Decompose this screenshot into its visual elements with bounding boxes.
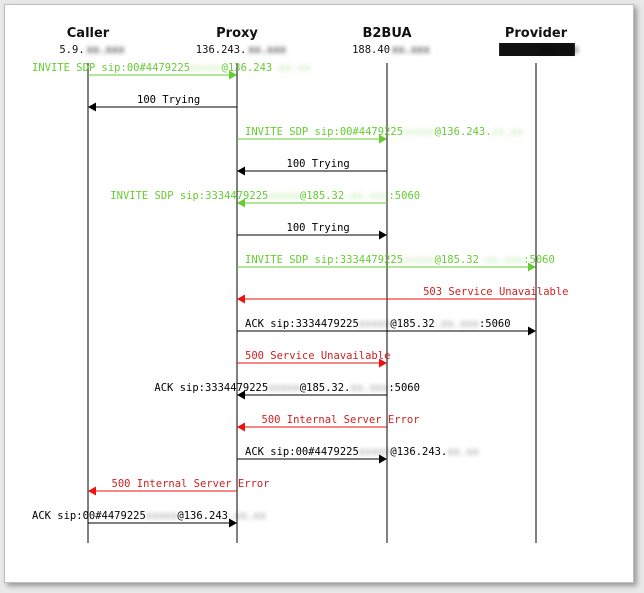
message-11-arrowhead — [237, 390, 245, 400]
message-1-arrowhead — [229, 70, 237, 80]
svg-text:185.32: 185.32 — [501, 44, 539, 56]
message-4: 100 Trying — [237, 158, 387, 176]
message-12: 500 Internal Server Error — [237, 414, 420, 432]
message-11-label: ACK sip:3334479225xxxxx@185.32.xx.xxx:50… — [154, 382, 420, 394]
message-4-arrowhead — [237, 166, 245, 176]
message-6: 100 Trying — [237, 222, 387, 240]
message-10-label: 500 Service Unavailable — [245, 350, 390, 362]
message-2: 100 Trying — [88, 94, 237, 112]
sequence-diagram: Caller5.9.xx.xxxProxy136.243.xx.xxxB2BUA… — [32, 26, 579, 543]
message-1-label: INVITE SDP sip:00#4479225xxxxx@136.243.x… — [32, 62, 310, 74]
participant-provider-name: Provider — [505, 26, 568, 41]
participant-caller-name: Caller — [67, 26, 110, 41]
message-13-label: ACK sip:00#4479225xxxxx@136.243.xx.xx — [245, 446, 479, 458]
message-5-label: INVITE SDP sip:3334479225xxxxx@185.32.xx… — [110, 190, 420, 202]
message-15: ACK sip:00#4479225xxxxx@136.243.xx.xx — [32, 510, 266, 528]
message-3-label: INVITE SDP sip:00#4479225xxxxx@136.243.x… — [245, 126, 523, 138]
message-14: 500 Internal Server Error — [88, 478, 270, 496]
message-9-arrowhead — [528, 326, 536, 336]
message-2-arrowhead — [88, 102, 96, 112]
message-12-arrowhead — [237, 422, 245, 432]
svg-text:136.243.: 136.243. — [196, 44, 247, 56]
participant-proxy-name: Proxy — [216, 26, 258, 41]
participant-b2bua-name: B2BUA — [362, 26, 411, 41]
svg-text:xx.xxx: xx.xxx — [248, 44, 286, 56]
message-8: 503 Service Unavailable — [237, 286, 569, 304]
message-10-arrowhead — [379, 358, 387, 368]
svg-text:188.40: 188.40 — [352, 44, 390, 56]
message-15-arrowhead — [229, 518, 237, 528]
svg-text:xx.xxx: xx.xxx — [87, 44, 125, 56]
message-3: INVITE SDP sip:00#4479225xxxxx@136.243.x… — [237, 126, 523, 144]
message-7: INVITE SDP sip:3334479225xxxxx@185.32.xx… — [237, 254, 555, 272]
message-5: INVITE SDP sip:3334479225xxxxx@185.32.xx… — [110, 190, 420, 208]
message-6-label: 100 Trying — [287, 222, 350, 234]
message-14-label: 500 Internal Server Error — [112, 478, 270, 490]
message-2-label: 100 Trying — [137, 94, 200, 106]
message-13: ACK sip:00#4479225xxxxx@136.243.xx.xx — [237, 446, 479, 464]
message-5-arrowhead — [237, 198, 245, 208]
svg-text:5.9.: 5.9. — [59, 44, 84, 56]
message-13-arrowhead — [379, 454, 387, 464]
message-14-arrowhead — [88, 486, 96, 496]
message-9: ACK sip:3334479225xxxxx@185.32.xx.xxx:50… — [237, 318, 536, 336]
message-15-label: ACK sip:00#4479225xxxxx@136.243.xx.xx — [32, 510, 266, 522]
svg-text:xx.xxx: xx.xxx — [392, 44, 430, 56]
message-8-label: 503 Service Unavailable — [423, 286, 568, 298]
message-8-arrowhead — [237, 294, 245, 304]
message-7-label: INVITE SDP sip:3334479225xxxxx@185.32.xx… — [245, 254, 555, 266]
message-9-label: ACK sip:3334479225xxxxx@185.32.xx.xxx:50… — [245, 318, 511, 330]
message-10: 500 Service Unavailable — [237, 350, 390, 368]
participant-caller-ip: 5.9.xx.xxx — [59, 44, 124, 56]
message-4-label: 100 Trying — [287, 158, 350, 170]
svg-text:xx.xxx: xx.xxx — [541, 44, 579, 56]
message-11: ACK sip:3334479225xxxxx@185.32.xx.xxx:50… — [154, 382, 420, 400]
message-7-arrowhead — [528, 262, 536, 272]
message-3-arrowhead — [379, 134, 387, 144]
message-12-label: 500 Internal Server Error — [262, 414, 420, 426]
message-1: INVITE SDP sip:00#4479225xxxxx@136.243.x… — [32, 62, 310, 80]
participant-proxy-ip: 136.243.xx.xxx — [196, 44, 286, 56]
message-6-arrowhead — [379, 230, 387, 240]
